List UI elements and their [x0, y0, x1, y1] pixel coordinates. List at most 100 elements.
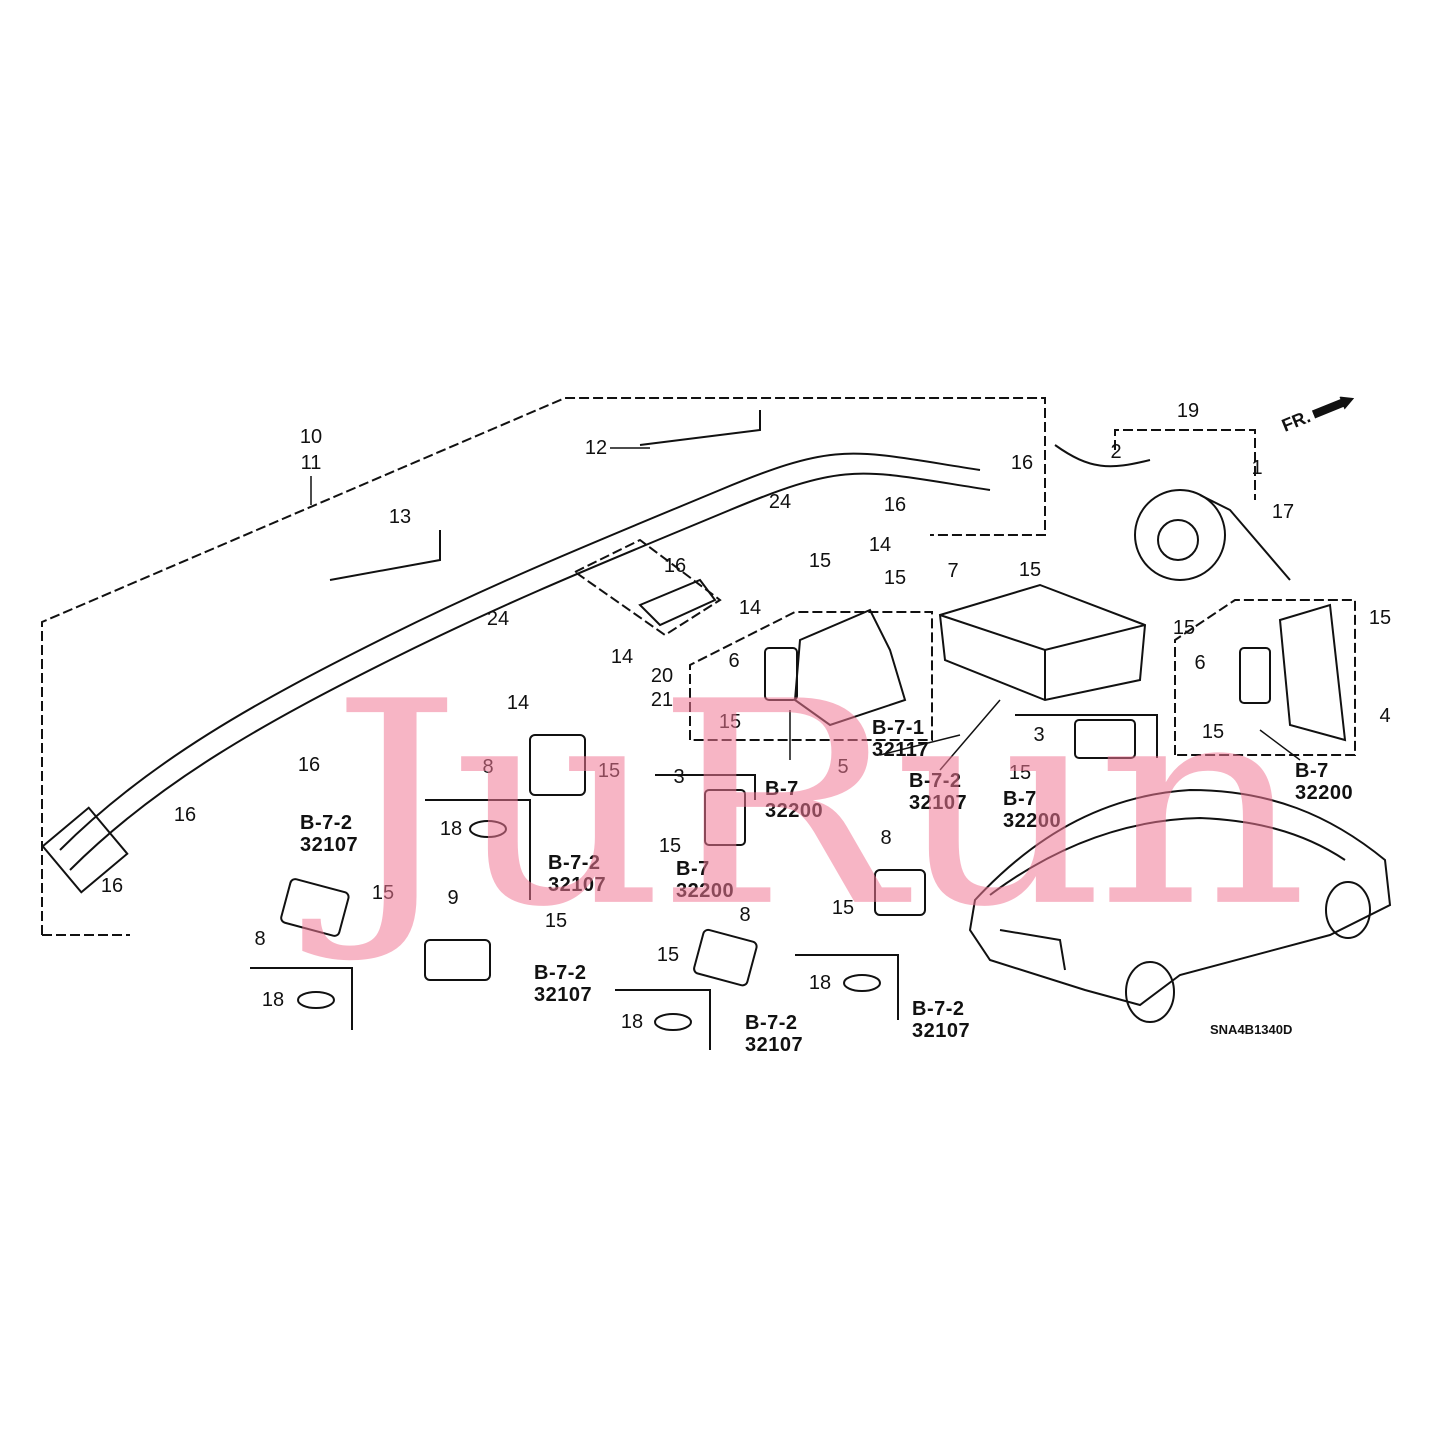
o-ring-frames [250, 714, 1158, 1050]
ref-part-number: 32107 [300, 834, 359, 856]
ref-section: B-7 [676, 858, 710, 880]
impact-sensor-8d [874, 869, 926, 916]
part-callout: 18 [808, 972, 832, 994]
part-callout: 14 [868, 534, 892, 556]
part-callout: 15 [1368, 607, 1392, 629]
ref-section: B-7-2 [300, 812, 353, 834]
part-callout: 14 [610, 646, 634, 668]
part-callout: 15 [597, 760, 621, 782]
ref-part-number: 32107 [909, 792, 968, 814]
ref-part-number: 32107 [534, 984, 593, 1006]
ref-section: B-7-2 [912, 998, 965, 1020]
part-callout: 13 [388, 506, 412, 528]
ref-part-number: 32107 [912, 1020, 971, 1042]
sensor-3-b [704, 789, 746, 846]
impact-sensor-9 [424, 939, 491, 981]
cable-reel-inner [1157, 519, 1199, 561]
part-callout: 8 [739, 904, 751, 926]
part-callout: 15 [1008, 762, 1032, 784]
part-callout: 15 [883, 567, 907, 589]
side-sensor-6 [764, 647, 798, 701]
part-callout: 15 [718, 711, 742, 733]
part-callout: 16 [663, 555, 687, 577]
curtain-airbag [41, 410, 991, 894]
part-callout: 7 [947, 560, 959, 582]
part-callout: 14 [738, 597, 762, 619]
part-callout: 3 [1033, 724, 1045, 746]
part-callout: 8 [880, 827, 892, 849]
reel-frame [1114, 429, 1256, 500]
ref-section: B-7-2 [534, 962, 587, 984]
ref-section: B-7 [765, 778, 799, 800]
part-callout: 15 [371, 882, 395, 904]
o-ring [469, 820, 507, 838]
ref-section: B-7-2 [548, 852, 601, 874]
sensor-bracket [793, 608, 907, 727]
part-callout: 8 [482, 756, 494, 778]
part-callout: 5 [837, 756, 849, 778]
right-sensor-bracket [1278, 603, 1347, 742]
right-sensor-frame [1174, 599, 1356, 756]
curtain-airbag-frame [41, 397, 1046, 935]
part-callout: 16 [297, 754, 321, 776]
part-callout: 15 [1172, 617, 1196, 639]
bracket-20-frame [574, 538, 722, 637]
part-callout: 8 [254, 928, 266, 950]
part-callout: 9 [447, 887, 459, 909]
part-callout: 24 [768, 491, 792, 513]
srs-unit [938, 583, 1147, 702]
part-callout: 15 [831, 897, 855, 919]
sensor-3-a [1074, 719, 1136, 759]
car-outline [968, 788, 1392, 1023]
part-callout: 11 [300, 452, 322, 474]
o-ring [297, 991, 335, 1009]
ref-section: B-7 [1295, 760, 1329, 782]
reel-harness [1054, 444, 1291, 581]
part-callout: 18 [261, 989, 285, 1011]
part-callout: 24 [486, 608, 510, 630]
impact-sensor-8b [280, 878, 350, 937]
o-ring [654, 1013, 692, 1031]
o-ring [843, 974, 881, 992]
part-callout: 10 [299, 426, 323, 448]
ref-part-number: 32107 [745, 1034, 804, 1056]
part-callout: 16 [1010, 452, 1034, 474]
part-callout: 16 [883, 494, 907, 516]
ref-part-number: 32200 [1003, 810, 1062, 832]
impact-sensor-8c [693, 928, 758, 987]
part-callout: 20 [650, 665, 674, 687]
part-callout: 1 [1251, 457, 1263, 479]
part-callout: 18 [620, 1011, 644, 1033]
impact-sensor-8a [529, 734, 586, 796]
part-callout: 18 [439, 818, 463, 840]
part-callout: 15 [658, 835, 682, 857]
ref-section: B-7-2 [909, 770, 962, 792]
part-callout: 15 [1018, 559, 1042, 581]
ref-section: B-7-2 [745, 1012, 798, 1034]
ref-part-number: 32117 [872, 739, 930, 761]
ref-section: B-7-1 [872, 717, 925, 739]
part-callout: 3 [673, 766, 685, 788]
ref-section: B-7 [1003, 788, 1037, 810]
group-frames [41, 397, 1356, 936]
part-callout: 6 [728, 650, 740, 672]
part-callout: 6 [1194, 652, 1206, 674]
part-callout: 15 [656, 944, 680, 966]
part-callout: 16 [100, 875, 124, 897]
part-callout: 12 [584, 437, 608, 459]
leader-lines [310, 447, 1301, 771]
bracket-part [638, 578, 717, 627]
part-callout: 17 [1271, 501, 1295, 523]
ref-part-number: 32200 [676, 880, 735, 902]
